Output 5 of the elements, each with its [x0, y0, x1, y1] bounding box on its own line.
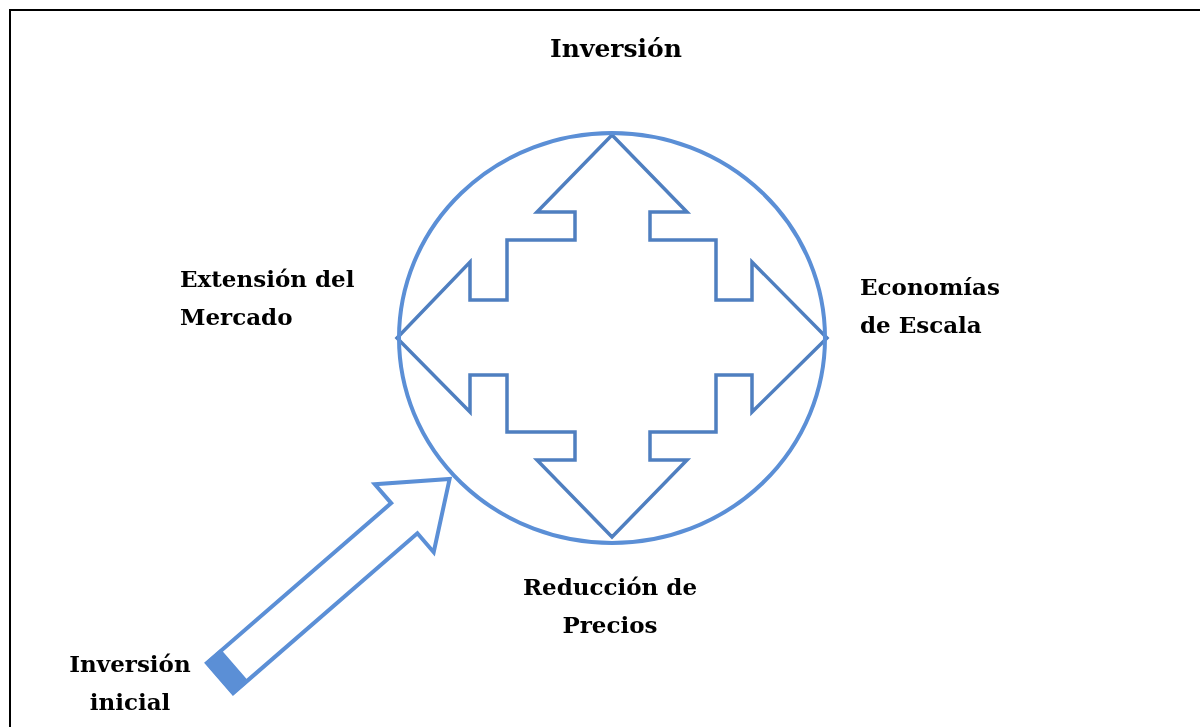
node-label: Inversión inicial — [68, 649, 192, 717]
title: Inversión — [549, 33, 683, 65]
node-label: Extensión del Mercado — [180, 264, 356, 332]
node-label: Economías de Escala — [860, 272, 1001, 340]
node-label: Reducción de Precios — [521, 572, 699, 640]
